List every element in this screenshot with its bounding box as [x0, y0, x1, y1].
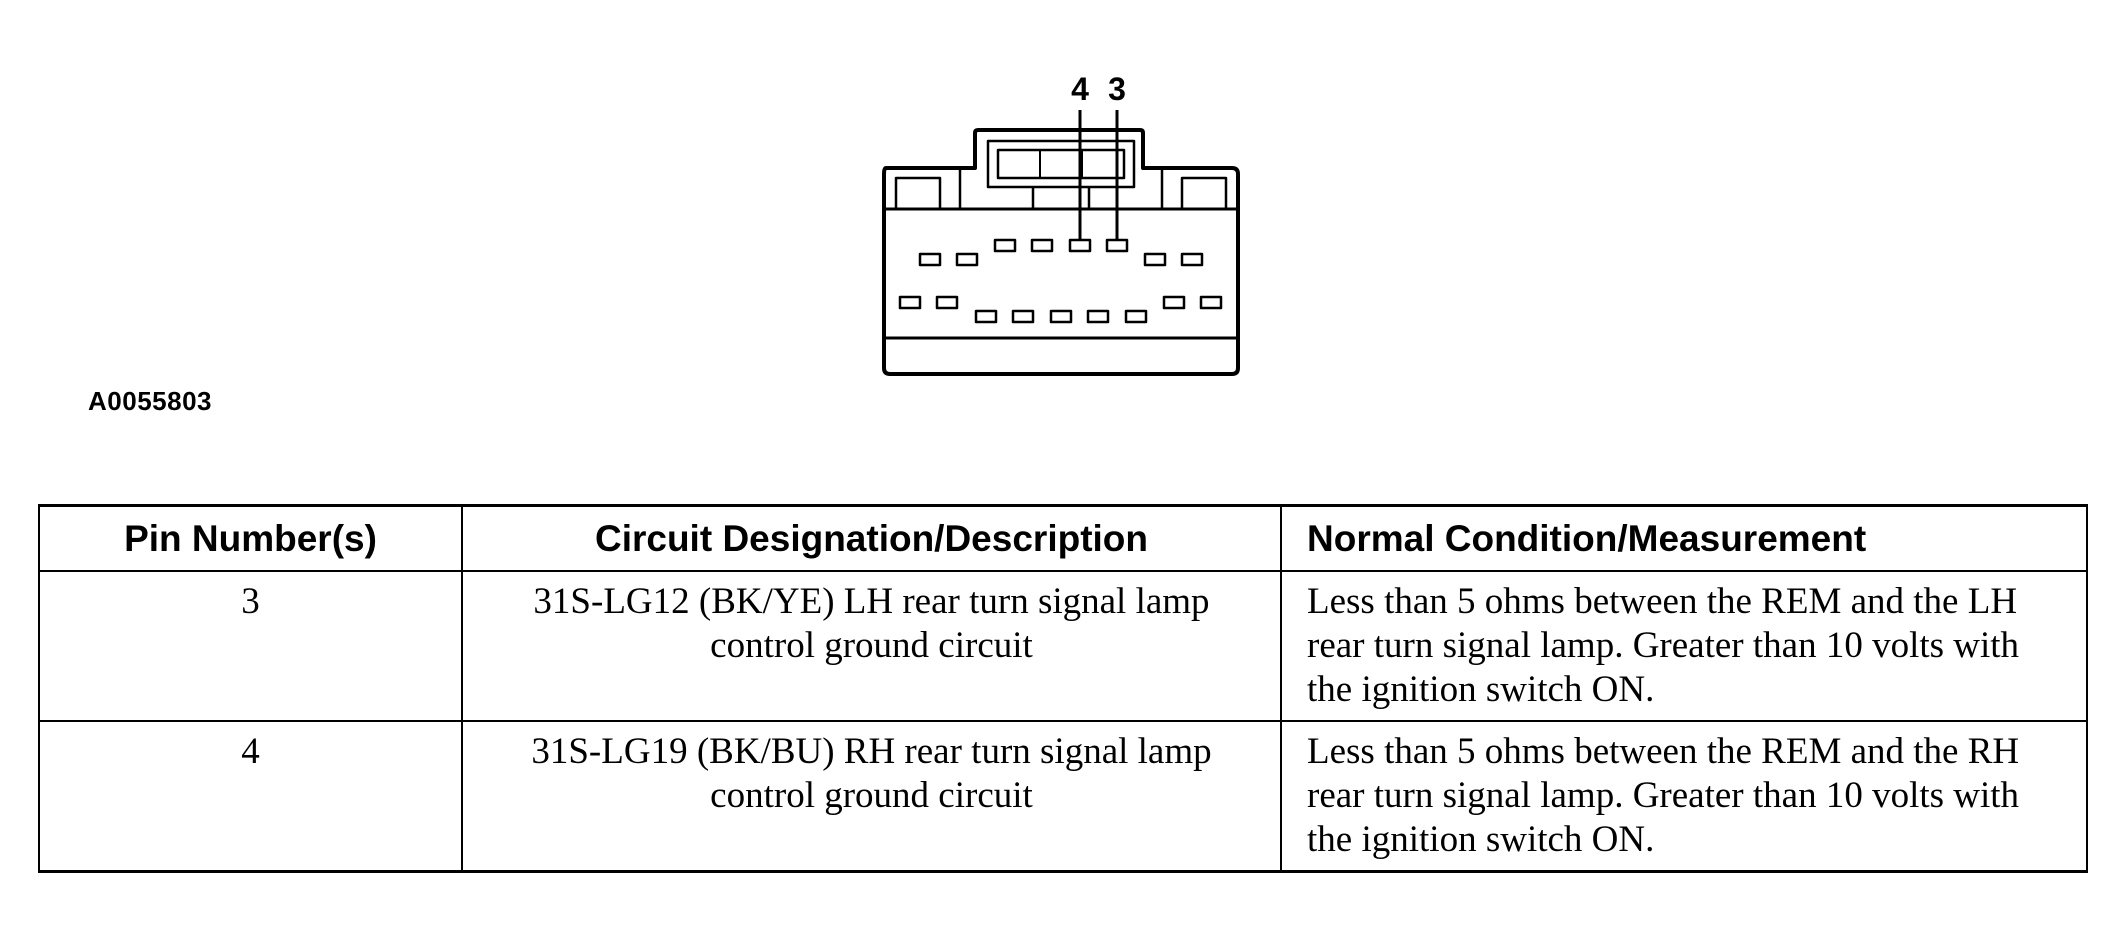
cavity [1199, 295, 1223, 310]
pin-4-label: 4 [1071, 71, 1089, 107]
table-row: 4 31S-LG19 (BK/BU) RH rear turn signal l… [38, 721, 2088, 871]
circuit-description-cell: 31S-LG19 (BK/BU) RH rear turn signal lam… [461, 721, 1282, 871]
cavity [898, 295, 922, 310]
figure-id: A0055803 [88, 386, 212, 416]
locking-tab [986, 139, 1136, 189]
right-notch [1180, 176, 1228, 209]
cavity-pin-3 [1105, 238, 1129, 253]
header-normal-condition: Normal Condition/Measurement [1280, 505, 2088, 572]
measurement-cell: Less than 5 ohms between the REM and the… [1280, 571, 2088, 722]
top-row-cavities [918, 238, 1204, 267]
pin-3-label: 3 [1108, 71, 1126, 107]
circuit-description-cell: 31S-LG12 (BK/YE) LH rear turn signal lam… [461, 571, 1282, 722]
bottom-row-cavities [898, 295, 1223, 324]
header-circuit-description: Circuit Designation/Description [461, 505, 1282, 572]
locking-tab-inner [996, 148, 1126, 180]
left-notch [894, 176, 942, 209]
cavity [1124, 309, 1148, 324]
measurement-cell: Less than 5 ohms between the REM and the… [1280, 721, 2088, 871]
cavity [974, 309, 998, 324]
cavity-pin-4 [1068, 238, 1092, 253]
table-row: 3 31S-LG12 (BK/YE) LH rear turn signal l… [38, 571, 2088, 722]
cavity [1049, 309, 1073, 324]
pin-table: Pin Number(s) Circuit Designation/Descri… [38, 504, 2088, 873]
cavity [1143, 252, 1167, 267]
cavity [993, 238, 1017, 253]
cavity [935, 295, 959, 310]
cavity [1162, 295, 1186, 310]
header-pin-number: Pin Number(s) [38, 505, 463, 572]
connector-diagram: 4 3 [882, 71, 1240, 376]
cavity [1011, 309, 1035, 324]
connector-body [882, 128, 1240, 376]
table-header-row: Pin Number(s) Circuit Designation/Descri… [38, 505, 2088, 572]
cavity [955, 252, 979, 267]
cavity [1030, 238, 1054, 253]
locking-tab-stem [1031, 187, 1091, 209]
cavity [918, 252, 942, 267]
pin-number-cell: 3 [38, 571, 463, 722]
pin-number-cell: 4 [38, 721, 463, 871]
cavity [1180, 252, 1204, 267]
cavity [1086, 309, 1110, 324]
